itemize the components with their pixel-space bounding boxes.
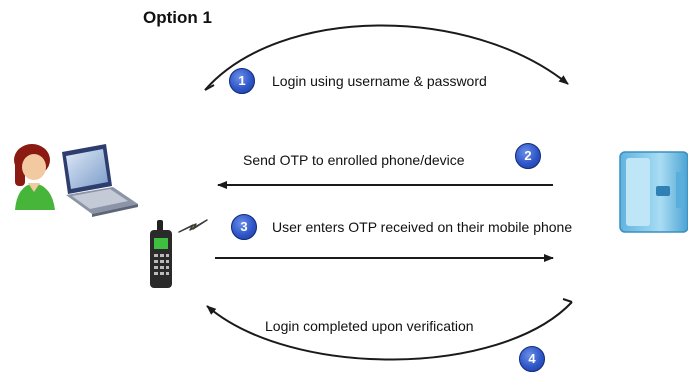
step-3-label: User enters OTP received on their mobile… <box>272 219 573 235</box>
step-2-badge: 2 <box>515 143 541 169</box>
step-1-label: Login using username & password <box>272 73 487 89</box>
step-4-badge: 4 <box>519 346 545 372</box>
step-3-badge: 3 <box>231 214 257 240</box>
lightning-signal-icon <box>178 219 208 233</box>
server-icon <box>619 151 688 233</box>
page-title: Option 1 <box>143 8 212 27</box>
mobile-phone-icon <box>150 220 172 288</box>
step-2-label: Send OTP to enrolled phone/device <box>243 152 465 168</box>
arrow-step-4 <box>206 301 573 361</box>
arrow-step-1 <box>204 24 569 91</box>
step-1-badge: 1 <box>229 68 255 94</box>
user-laptop-icon <box>14 144 138 217</box>
step-4-label: Login completed upon verification <box>265 318 474 334</box>
